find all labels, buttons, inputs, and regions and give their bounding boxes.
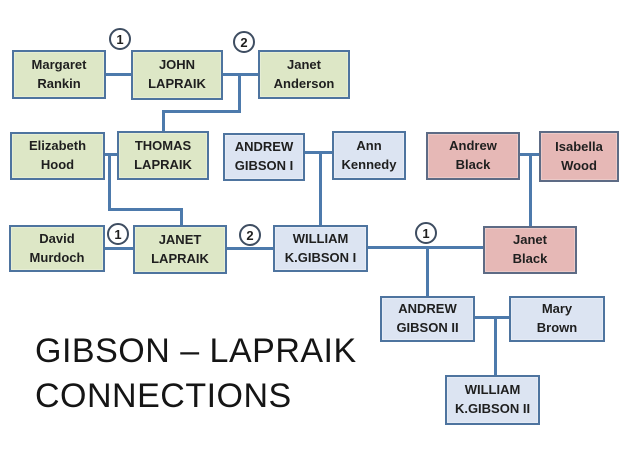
diagram-title-line: GIBSON – LAPRAIK [35, 332, 357, 370]
person-box-elizabeth-hood: Elizabeth Hood [10, 132, 105, 180]
connector-line [494, 316, 497, 376]
person-box-andrew-gibson-i: ANDREW GIBSON I [223, 133, 305, 181]
person-name-line: Kennedy [341, 156, 397, 172]
person-name-line: ANDREW [234, 139, 294, 155]
person-name-line: LAPRAIK [148, 76, 206, 91]
marriage-order-badge: 1 [109, 28, 131, 50]
person-box-john-lapraik: JOHN LAPRAIK [131, 50, 223, 100]
person-box-andrew-gibson-ii: ANDREW GIBSON II [380, 296, 475, 342]
connector-line [529, 153, 532, 227]
person-box-janet-black: Janet Black [483, 226, 577, 274]
person-name-line: WILLIAM [292, 230, 349, 246]
connector-line [304, 151, 332, 154]
diagram-title-line: CONNECTIONS [35, 376, 292, 415]
person-name-line: Rankin [37, 75, 81, 91]
person-name-line: Isabella [555, 138, 603, 154]
person-box-isabella-wood: Isabella Wood [539, 131, 619, 182]
marriage-order-badge: 1 [107, 223, 129, 245]
connector-line [238, 73, 241, 113]
person-name-line: K.GIBSON II [454, 401, 531, 416]
connector-line [105, 73, 132, 76]
marriage-order-badge: 2 [233, 31, 255, 53]
person-name-line: Mary [541, 301, 573, 317]
person-name-line: JOHN [158, 57, 196, 73]
person-name-line: Hood [40, 157, 75, 172]
connector-line [162, 110, 165, 132]
connector-line [426, 247, 429, 297]
marriage-order-badge: 1 [415, 222, 437, 244]
person-name-line: Andrew [449, 138, 497, 154]
person-name-line: GIBSON I [234, 158, 294, 173]
person-box-andrew-black: Andrew Black [426, 132, 520, 180]
connector-line [162, 110, 241, 113]
person-name-line: Ann [356, 137, 382, 153]
person-name-line: LAPRAIK [134, 156, 192, 172]
person-name-line: Margaret [31, 56, 87, 72]
diagram-title: GIBSON – LAPRAIK CONNECTIONS [35, 329, 357, 419]
person-name-line: Anderson [273, 75, 335, 91]
connector-line [474, 316, 510, 319]
person-name-line: JANET [158, 231, 202, 247]
person-box-janet-lapraik: JANET LAPRAIK [133, 225, 227, 274]
person-name-line: Black [512, 251, 548, 266]
connector-line [226, 247, 273, 250]
connector-line [104, 247, 133, 250]
person-name-line: LAPRAIK [151, 250, 209, 266]
connector-line [180, 208, 183, 226]
person-name-line: Brown [536, 320, 578, 335]
person-box-margaret-rankin: Margaret Rankin [12, 50, 106, 99]
person-box-william-k-gibson-ii: WILLIAM K.GIBSON II [445, 375, 540, 425]
person-box-ann-kennedy: Ann Kennedy [332, 131, 406, 180]
person-box-william-k-gibson-i: WILLIAM K.GIBSON I [273, 225, 368, 272]
person-box-mary-brown: Mary Brown [509, 296, 605, 342]
connector-line [104, 153, 118, 156]
person-box-thomas-lapraik: THOMAS LAPRAIK [117, 131, 209, 180]
person-name-line: Wood [561, 157, 597, 173]
person-name-line: Janet [287, 56, 321, 72]
person-box-janet-anderson: Janet Anderson [258, 50, 350, 99]
connector-line [108, 153, 111, 211]
person-name-line: GIBSON II [396, 320, 459, 335]
connector-line [319, 151, 322, 226]
person-name-line: ANDREW [398, 301, 457, 317]
person-name-line: WILLIAM [464, 382, 521, 398]
connector-line [367, 246, 483, 249]
connector-line [108, 208, 183, 211]
person-name-line: K.GIBSON I [284, 249, 357, 265]
person-name-line: Murdoch [29, 249, 85, 265]
person-box-david-murdoch: David Murdoch [9, 225, 105, 272]
person-name-line: Black [455, 157, 491, 172]
person-name-line: THOMAS [134, 137, 192, 153]
marriage-order-badge: 2 [239, 224, 261, 246]
person-name-line: David [39, 230, 75, 246]
person-name-line: Elizabeth [28, 138, 87, 154]
person-name-line: Janet [513, 232, 547, 248]
